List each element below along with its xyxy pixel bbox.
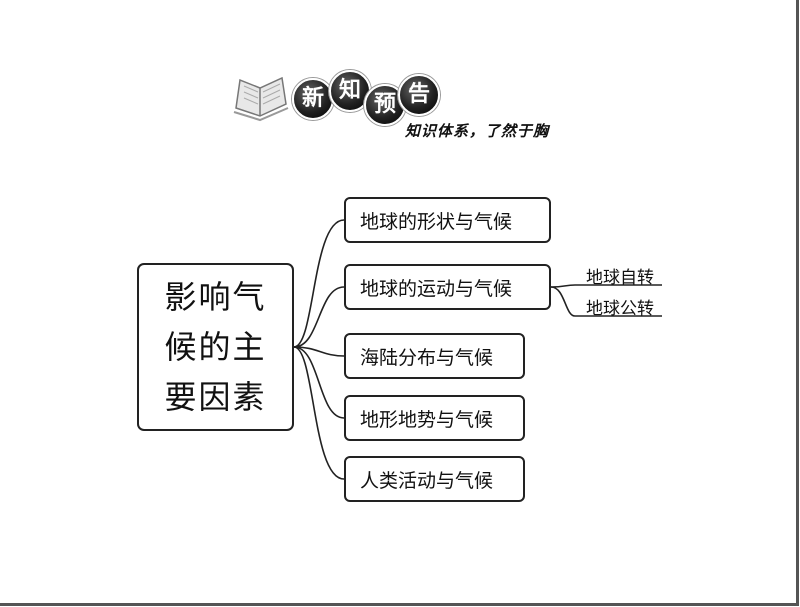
connector-branch-1 xyxy=(293,219,345,348)
branch-node-human: 人类活动与气候 xyxy=(344,456,525,502)
connector-sub-1 xyxy=(550,284,662,288)
branch-node-motion: 地球的运动与气候 xyxy=(344,264,551,310)
branch-node-terrain: 地形地势与气候 xyxy=(344,395,525,441)
section-header: 新 知 预 告 知识体系，了然于胸 xyxy=(230,68,580,140)
open-book-icon xyxy=(233,76,289,122)
branch-node-shape: 地球的形状与气候 xyxy=(344,197,551,243)
root-node-label: 影响气候的主要因素 xyxy=(164,278,267,416)
header-subtitle: 知识体系，了然于胸 xyxy=(405,122,550,140)
connector-branch-4 xyxy=(293,346,345,419)
connector-sub-2 xyxy=(550,286,662,317)
badge-xin: 新 xyxy=(292,78,334,120)
sub-node-rotation: 地球自转 xyxy=(586,268,654,288)
branch-node-land-sea: 海陆分布与气候 xyxy=(344,333,525,379)
badge-gao: 告 xyxy=(398,74,440,116)
sub-node-revolution: 地球公转 xyxy=(586,299,654,319)
connector-branch-3 xyxy=(293,346,345,357)
connector-branch-5 xyxy=(293,346,345,480)
connector-branch-2 xyxy=(293,286,345,348)
root-node: 影响气候的主要因素 xyxy=(137,263,294,431)
